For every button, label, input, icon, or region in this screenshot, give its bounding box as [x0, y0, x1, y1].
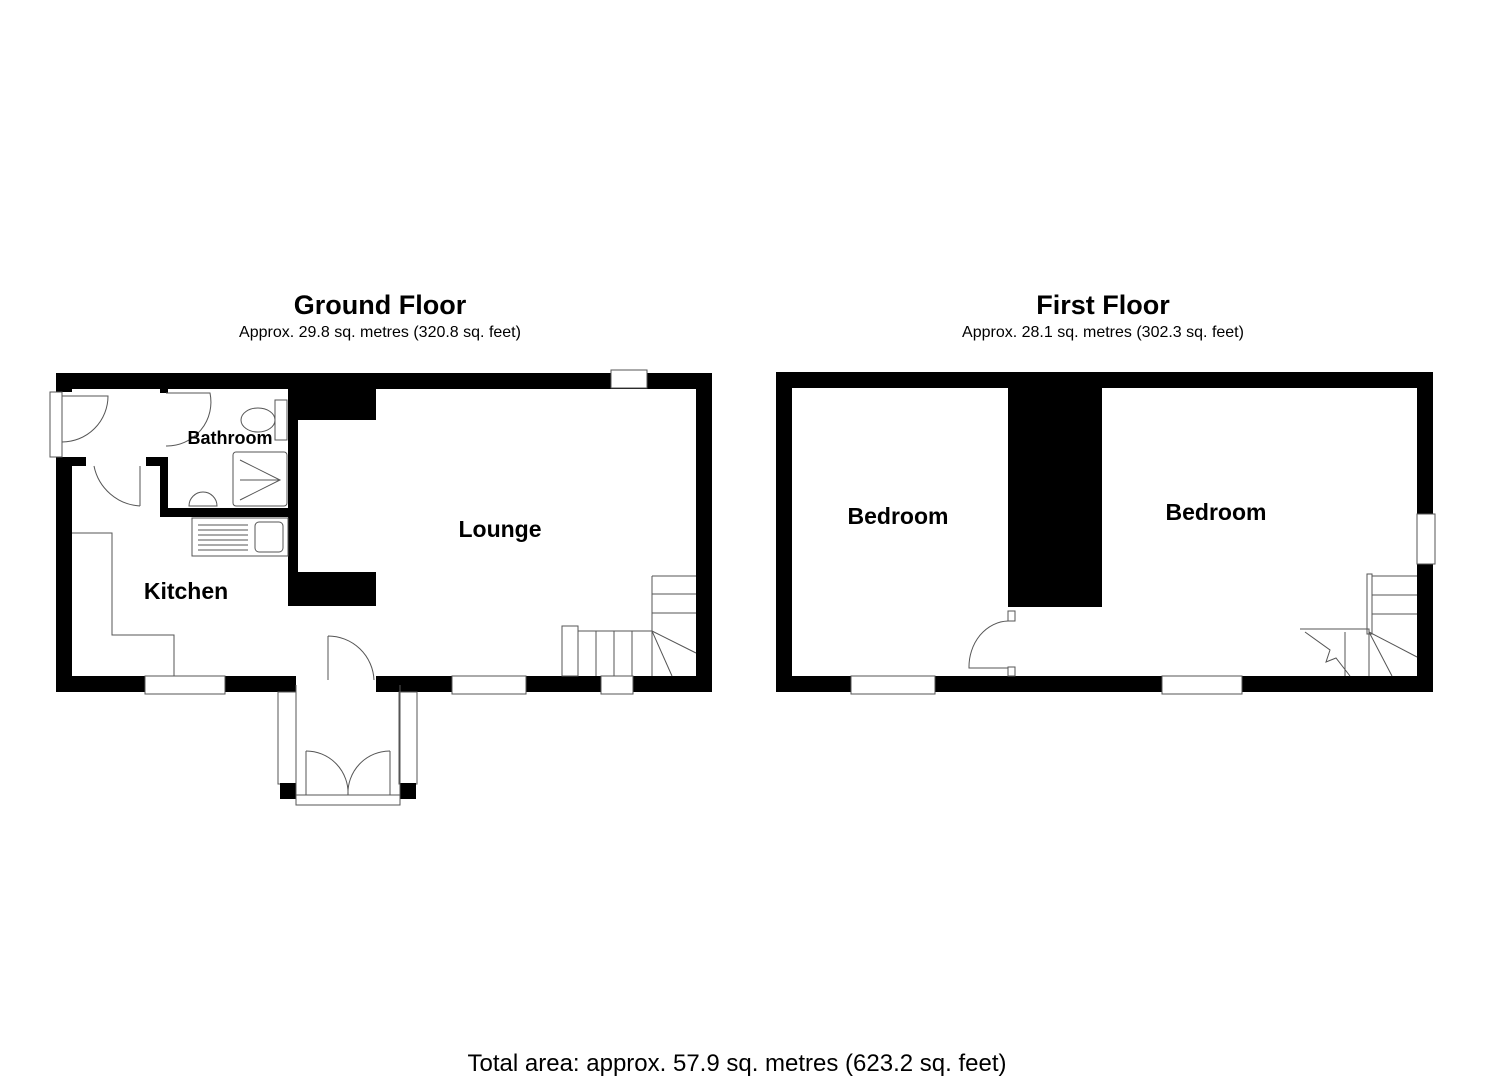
first-floor-plan: First Floor Approx. 28.1 sq. metres (302… — [776, 290, 1436, 695]
door-swing-front — [327, 635, 375, 681]
door-swing-kitchen — [93, 465, 141, 507]
sink-icon — [254, 521, 284, 553]
room-label-bathroom: Bathroom — [188, 428, 273, 448]
first-floor-title: First Floor — [1036, 290, 1170, 320]
porch-window-right — [398, 691, 418, 785]
wall-top — [56, 373, 712, 389]
kitchen-counter-outline — [72, 532, 175, 676]
drainer-icon — [198, 524, 248, 551]
chimney-breast-bottom — [288, 572, 376, 606]
door-swing-side — [61, 395, 109, 443]
wall-kitchen-lounge — [288, 380, 298, 606]
chimney-breast — [1008, 388, 1102, 607]
window-lounge-rear — [610, 369, 648, 389]
porch-front-doors — [295, 794, 401, 806]
wall-bottom — [776, 676, 1433, 692]
wall-stub-left — [70, 457, 86, 466]
room-label-bedroom-left: Bedroom — [848, 503, 949, 529]
side-door-frame — [49, 391, 63, 458]
shower-tray-icon — [232, 451, 288, 507]
ground-floor-title: Ground Floor — [294, 290, 467, 320]
door-swing-bathroom — [165, 392, 212, 447]
toilet-icon — [240, 407, 276, 433]
staircase-first — [1300, 573, 1418, 677]
wall-left — [776, 372, 792, 692]
window-bedroom-side — [1416, 513, 1436, 565]
door-swing-bedroom — [968, 620, 1009, 669]
room-label-lounge: Lounge — [458, 516, 541, 542]
window-lounge-front — [451, 675, 527, 695]
chimney-breast-top — [288, 380, 376, 420]
total-area: Total area: approx. 57.9 sq. metres (623… — [468, 1050, 1007, 1077]
ground-floor-plan: Ground Floor Approx. 29.8 sq. metres (32… — [49, 290, 712, 806]
kitchen-worktop — [191, 517, 289, 557]
porch — [277, 635, 418, 806]
window-bedroom-left — [850, 675, 936, 695]
room-label-bedroom-right: Bedroom — [1166, 499, 1267, 525]
wall-bathroom-bottom — [160, 508, 298, 517]
window-bedroom-right — [1161, 675, 1243, 695]
wall-bottom-right — [376, 676, 712, 692]
room-label-kitchen: Kitchen — [144, 578, 228, 604]
wall-top — [776, 372, 1433, 388]
first-floor-area: Approx. 28.1 sq. metres (302.3 sq. feet) — [962, 324, 1244, 341]
staircase-ground — [561, 575, 697, 677]
porch-window-left — [277, 691, 297, 785]
window-lounge-small — [600, 675, 634, 695]
wall-left-top — [56, 373, 72, 392]
door-swing-porch-double — [305, 750, 391, 796]
wall-stub-right — [146, 457, 168, 466]
ground-floor-area: Approx. 29.8 sq. metres (320.8 sq. feet) — [239, 324, 521, 341]
window-kitchen — [144, 675, 226, 695]
wall-stub-top — [160, 389, 168, 393]
wall-bathroom-left — [160, 460, 168, 517]
wall-left — [56, 457, 72, 692]
toilet-cistern — [274, 399, 288, 441]
wall-right — [696, 373, 712, 692]
basin-icon — [188, 491, 218, 507]
